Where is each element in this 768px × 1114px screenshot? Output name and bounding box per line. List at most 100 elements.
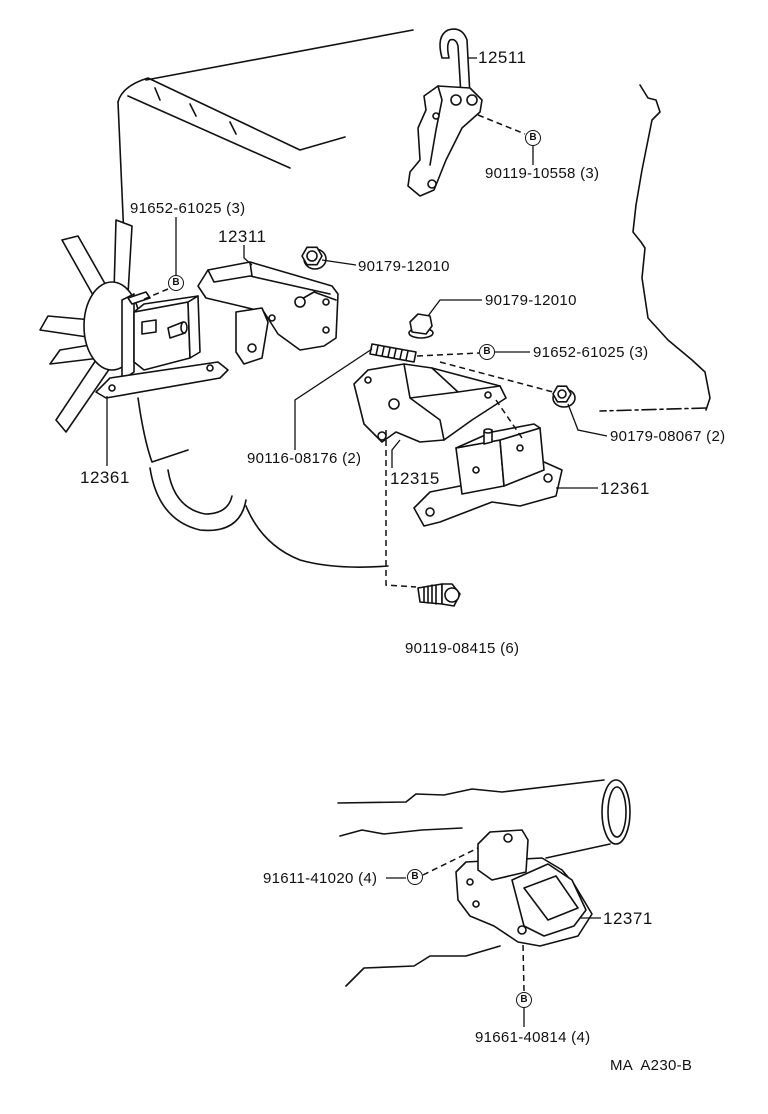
nut-bore	[557, 389, 567, 399]
leader-90179-08067	[567, 403, 608, 437]
housing-edge	[632, 84, 711, 411]
b-marker-stud: B	[479, 344, 495, 360]
cylinder-head-ribs	[154, 87, 237, 135]
callout-90179-08067: 90179-08067 (2)	[610, 428, 726, 445]
bolt-hole	[472, 466, 480, 474]
bracket-12315	[353, 363, 507, 443]
mount-upper-bracket	[477, 829, 529, 881]
bolt-hole	[466, 878, 474, 886]
b-marker-rear-lower: B	[516, 992, 532, 1008]
cylinder-head-outline	[117, 77, 346, 151]
mount-block-front	[133, 301, 191, 371]
housing-centerline	[599, 407, 707, 412]
callout-90119-08415: 90119-08415 (6)	[405, 640, 520, 657]
bolt-hole	[472, 900, 480, 908]
crank-pulley-inner	[167, 469, 233, 515]
extension-bottom-edge	[545, 843, 611, 859]
bracket-body	[353, 363, 507, 443]
callout-12315: 12315	[390, 469, 440, 488]
bolt-hole	[543, 473, 553, 483]
callout-12361-left: 12361	[80, 468, 130, 487]
transmission-middle-line	[339, 827, 463, 837]
callout-90179-12010-lower: 90179-12010	[485, 292, 577, 309]
bolt-hole	[322, 298, 330, 306]
leader-90179-12010-upper	[321, 259, 357, 266]
nut-bore	[306, 250, 318, 262]
mount-block-front	[455, 439, 505, 495]
drawing-code: MA A230-B	[610, 1057, 693, 1074]
assembly-line-rear-lower	[522, 944, 525, 992]
leader-12311	[243, 245, 253, 266]
bolt	[417, 583, 461, 607]
bolt-hole	[466, 94, 478, 106]
oil-pan-edge	[245, 505, 389, 568]
extension-opening	[601, 779, 631, 845]
assembly-line-rear-upper	[422, 847, 479, 876]
callout-91611-41020: 91611-41020 (4)	[263, 870, 378, 887]
assembly-line-stud	[416, 352, 480, 357]
stud-body	[369, 343, 417, 363]
nut-lower	[408, 313, 434, 339]
transmission-outline	[337, 779, 611, 987]
transmission-bottom-edge	[345, 945, 501, 987]
bolt-hole	[427, 179, 437, 189]
callout-90119-10558: 90119-10558 (3)	[485, 165, 600, 182]
callout-91661-40814: 91661-40814 (4)	[475, 1029, 591, 1046]
engine-hanger	[407, 28, 483, 197]
stud	[369, 343, 417, 363]
bolt-hole	[322, 326, 330, 334]
assembly-line-bolt	[385, 430, 417, 588]
bolt-hole	[425, 507, 435, 517]
bolt-hole	[247, 343, 257, 353]
bracket-12311	[197, 261, 339, 365]
bolt-shank	[417, 583, 443, 605]
engine-lower-edge	[137, 397, 189, 463]
callout-12511: 12511	[478, 48, 527, 67]
mount-tab	[127, 291, 151, 305]
bolt-hole	[108, 384, 116, 392]
right-mount	[413, 423, 563, 527]
bolt-hole	[517, 925, 527, 935]
mount-side-plate	[121, 293, 135, 381]
cylinder-head-line	[127, 95, 291, 169]
leader-lines	[106, 57, 608, 1027]
mount-block-top	[133, 295, 199, 313]
bracket-fold	[403, 363, 501, 441]
bolt-hole	[268, 314, 276, 322]
bolt-hole	[388, 398, 400, 410]
stud-threads	[375, 345, 409, 361]
left-mount	[95, 291, 229, 399]
assembly-lines	[141, 114, 554, 992]
mount-stud-end	[483, 428, 493, 434]
rear-mount	[455, 829, 593, 947]
hanger-plate	[407, 85, 483, 197]
engine-left-edge	[117, 101, 125, 239]
assembly-line-hanger	[477, 114, 526, 135]
mount-pad	[141, 319, 157, 335]
assembly-line-bracket	[495, 399, 523, 439]
bracket-tab	[235, 307, 269, 365]
mount-block-side	[187, 295, 201, 359]
extension-bore	[607, 786, 627, 838]
leader-90116-08176	[294, 348, 373, 450]
bolt-hole	[364, 376, 372, 384]
engine-outline	[117, 29, 711, 568]
engine-top-edge	[145, 29, 414, 81]
leader-90179-12010-lower	[427, 299, 482, 317]
callout-90116-08176: 90116-08176 (2)	[247, 450, 362, 467]
bracket-body	[197, 261, 339, 351]
mount-base-plate	[95, 361, 229, 399]
crank-pulley-outer	[149, 467, 247, 532]
bolt-threads	[423, 584, 437, 605]
bolt-hole	[516, 444, 524, 452]
bolt-hole	[377, 431, 387, 441]
b-marker-rear-upper: B	[407, 869, 423, 885]
flange-nut	[552, 385, 576, 408]
mount-stud-end	[180, 321, 188, 334]
callout-91652-61025-right: 91652-61025 (3)	[533, 344, 649, 361]
assembly-line-left-mount	[141, 288, 169, 301]
nut-upper	[301, 246, 327, 270]
transmission-top-edge	[337, 779, 605, 804]
